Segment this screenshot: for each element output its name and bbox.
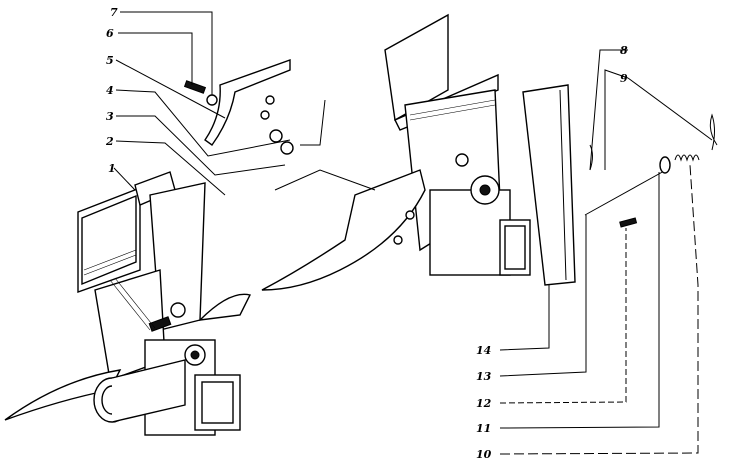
callout-7: 7	[110, 6, 118, 19]
right-parts	[522, 84, 718, 286]
callout-9: 9	[620, 72, 628, 85]
part-8-cotter	[589, 144, 593, 171]
part-3-washer	[269, 129, 283, 143]
left-share	[198, 293, 252, 321]
callout-12: 12	[476, 397, 492, 410]
callout-10: 10	[476, 448, 492, 461]
callout-2: 2	[105, 135, 114, 148]
part-2-nut	[280, 141, 294, 155]
part-10-spring	[674, 154, 700, 162]
part-9-cotter-pin	[709, 113, 718, 151]
part-11-washer	[659, 156, 671, 174]
left-assembly	[4, 171, 252, 436]
part-7-washer	[206, 94, 218, 106]
center-tine-blade	[261, 169, 426, 291]
callout-6: 6	[106, 27, 114, 40]
part-13-bolt	[619, 217, 638, 228]
callout-14: 14	[476, 344, 491, 357]
part-5-blade-bracket	[204, 59, 291, 146]
center-assembly	[261, 13, 531, 291]
center-bracket	[429, 189, 511, 276]
center-shield-plate	[384, 13, 449, 122]
part-12-pin	[584, 169, 667, 216]
callout-5: 5	[106, 54, 114, 67]
left-blade	[4, 369, 122, 421]
top-parts	[183, 59, 294, 155]
part-6-bolt	[183, 80, 207, 94]
callout-labels: 7 6 5 4 3 2 1 8 9 14 13 12 11 10	[105, 6, 628, 461]
callout-13: 13	[476, 370, 492, 383]
callout-8: 8	[620, 44, 628, 57]
callout-4: 4	[106, 84, 114, 97]
leader-lines	[113, 11, 713, 455]
callout-3: 3	[106, 110, 114, 123]
callout-1: 1	[108, 162, 116, 175]
callout-11: 11	[476, 422, 491, 435]
part-14-tine-cover	[522, 84, 576, 286]
